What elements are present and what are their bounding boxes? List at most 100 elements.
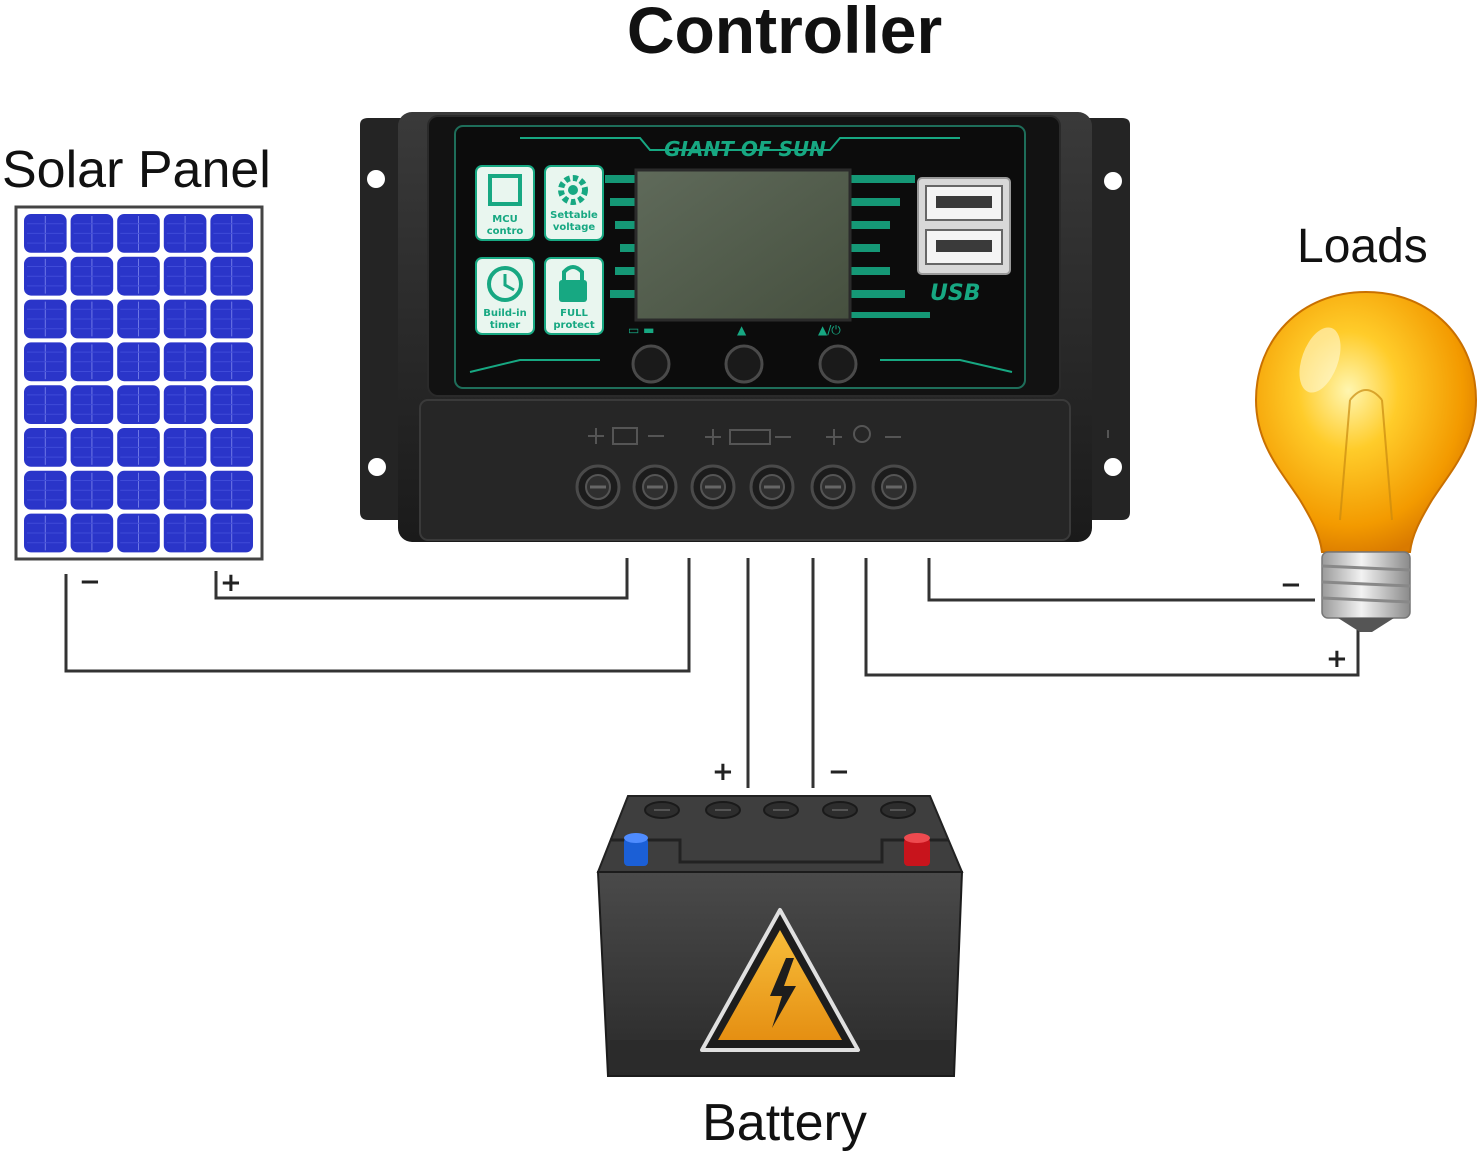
feature-label: Build-in	[483, 308, 526, 319]
wire-solar-positive	[214, 558, 629, 600]
cell-cap	[705, 801, 741, 819]
solar-cell	[117, 513, 160, 553]
solar-cell	[210, 385, 253, 424]
gear-icon	[558, 175, 588, 205]
terminal-block	[419, 399, 1071, 541]
solar-cell	[117, 470, 160, 510]
screw-terminal	[690, 464, 736, 510]
solar-cell	[24, 428, 67, 467]
light-bulb	[1254, 290, 1478, 632]
solar-cell	[210, 299, 253, 339]
usb-ports: USB	[917, 177, 1011, 306]
cell-cap	[644, 801, 680, 819]
clock-icon	[487, 266, 523, 302]
solar-cell	[117, 428, 160, 467]
solar-cell	[24, 256, 67, 296]
screw-terminals	[575, 464, 917, 510]
brand-label: GIANT OF SUN	[664, 137, 826, 161]
mount-hole	[1104, 172, 1122, 190]
solar-cell	[210, 513, 253, 553]
solar-cell	[163, 385, 207, 424]
cell-cap	[763, 801, 799, 819]
load-terminal-symbol	[826, 425, 901, 445]
solar-cell	[24, 342, 67, 382]
feature-tile-mcu	[475, 165, 535, 241]
feature-label: Settable	[550, 210, 598, 221]
solar-cell	[163, 470, 207, 510]
power-button-label: ▲/⏻	[818, 323, 841, 337]
menu-button[interactable]	[631, 344, 671, 384]
feature-label: contro	[487, 226, 524, 237]
usb-label: USB	[930, 281, 980, 306]
solar-negative-label: −	[79, 567, 101, 597]
battery-negative-label: −	[828, 757, 850, 787]
solar-cell	[117, 299, 160, 339]
screw-terminal	[749, 464, 795, 510]
solar-panel	[14, 205, 264, 561]
solar-cell	[117, 214, 160, 253]
feature-label: FULL	[560, 308, 588, 319]
solar-cell	[163, 428, 207, 467]
solar-cell	[163, 299, 207, 339]
feature-tile-timer	[475, 257, 535, 335]
solar-cell	[210, 214, 253, 253]
high-voltage-warning-icon	[700, 908, 860, 1052]
solar-cell	[24, 513, 67, 553]
solar-cell	[70, 214, 114, 253]
negative-terminal	[624, 833, 648, 866]
feature-tile-voltage	[544, 165, 604, 241]
solar-cell	[70, 256, 114, 296]
mount-hole	[368, 458, 386, 476]
solar-cell	[117, 385, 160, 424]
feature-label: voltage	[553, 222, 596, 233]
solar-cell	[70, 385, 114, 424]
solar-cell	[70, 299, 114, 339]
feature-label: protect	[553, 320, 594, 331]
solar-cell	[210, 256, 253, 296]
mount-hole	[367, 170, 385, 188]
solar-cell	[24, 299, 67, 339]
screw-terminal	[810, 464, 856, 510]
positive-terminal	[904, 833, 930, 866]
solar-cell	[70, 342, 114, 382]
solar-cell	[210, 428, 253, 467]
screw-terminal	[871, 464, 917, 510]
power-button[interactable]	[818, 344, 858, 384]
solar-cell	[117, 256, 160, 296]
solar-cell	[163, 256, 207, 296]
solar-cell	[210, 470, 253, 510]
controller-title: Controller	[626, 0, 943, 67]
battery-terminal-symbol	[705, 429, 791, 445]
load-positive-label: +	[1326, 644, 1348, 674]
terminal-symbols	[588, 425, 901, 445]
mount-hole	[1104, 458, 1122, 476]
screw-terminal	[632, 464, 678, 510]
solar-cell	[210, 342, 253, 382]
lock-icon	[559, 280, 587, 302]
battery-positive-label: +	[712, 757, 734, 787]
wire-load-negative	[927, 558, 1315, 602]
charge-controller: GIANT OF SUN	[360, 112, 1130, 542]
up-button[interactable]	[724, 344, 764, 384]
solar-cell	[24, 470, 67, 510]
screw-terminal	[575, 464, 621, 510]
wire-solar-negative	[64, 558, 691, 673]
feature-label: timer	[490, 320, 520, 331]
cell-cap	[880, 801, 916, 819]
battery-title: Battery	[702, 1094, 867, 1152]
bulb-base	[1321, 551, 1411, 632]
wires	[64, 558, 1360, 788]
solar-cell-grid	[24, 214, 253, 553]
solar-positive-label: +	[220, 568, 242, 598]
solar-terminal-symbol	[588, 427, 664, 445]
solar-panel-title: Solar Panel	[2, 141, 271, 199]
feature-tile-protect	[544, 257, 604, 335]
up-button-label: ▲	[737, 323, 747, 337]
solar-cell	[163, 342, 207, 382]
cell-cap	[822, 801, 858, 819]
solar-cell	[24, 214, 67, 253]
wire-load-positive	[864, 558, 1360, 677]
decor-stripes	[605, 175, 930, 318]
load-negative-label: −	[1280, 570, 1302, 600]
